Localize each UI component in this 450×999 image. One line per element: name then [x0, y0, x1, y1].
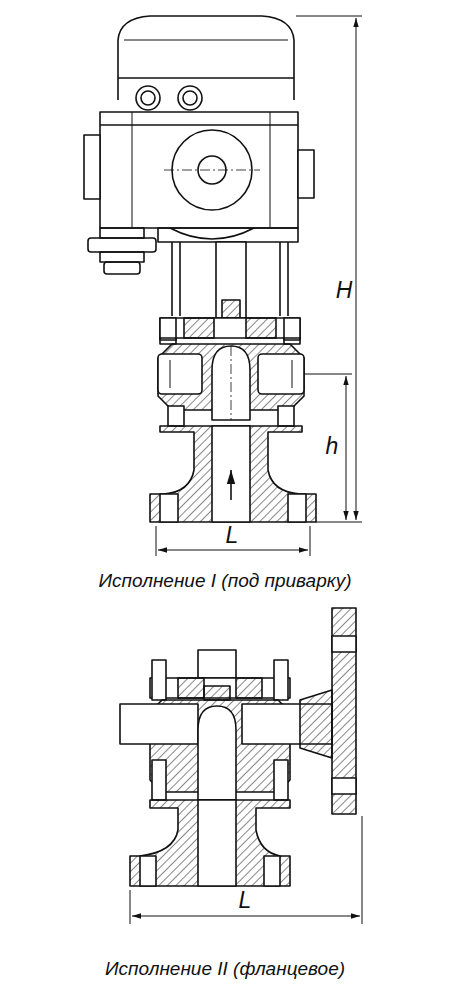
- axis-line: [231, 346, 232, 420]
- gearbox-cover-right: [298, 150, 314, 198]
- gearbox-line: [132, 112, 133, 228]
- lower-body-section: [130, 800, 290, 886]
- lower-body: [150, 426, 316, 522]
- bonnet-section: [246, 318, 276, 338]
- plug: [212, 346, 250, 420]
- gearbox-line: [100, 124, 298, 126]
- gland-inner: [183, 91, 197, 105]
- gland: [136, 86, 160, 110]
- dimension-line-h: [346, 376, 347, 520]
- dimension-line-L: [132, 916, 360, 917]
- gearbox-cover-left: [84, 135, 100, 199]
- flange-hole: [332, 636, 356, 652]
- flow-passage: [198, 800, 236, 886]
- gearbox-bottom: [170, 228, 254, 239]
- override-part: [88, 238, 156, 252]
- extension-line: [156, 526, 157, 556]
- extension-line: [310, 526, 311, 556]
- override-part: [104, 262, 140, 274]
- bonnet: [160, 318, 300, 338]
- dimension-label: L: [237, 889, 254, 912]
- top-nut: [198, 650, 236, 678]
- extension-line: [316, 522, 362, 523]
- gearbox-line: [270, 112, 271, 228]
- yoke: [158, 228, 298, 318]
- stem: [216, 242, 246, 318]
- bonnet-section: [178, 678, 204, 698]
- bolt-nut: [168, 406, 184, 426]
- flange-hole: [160, 494, 178, 522]
- gland-inner: [141, 91, 155, 105]
- yoke-column: [287, 242, 289, 316]
- cable-glands: [136, 86, 202, 110]
- override-part: [100, 228, 144, 238]
- figure-caption: Исполнение I (под приварку): [96, 571, 353, 590]
- gland: [178, 86, 202, 110]
- valve-body: [158, 344, 304, 426]
- bolt-nut: [274, 760, 288, 800]
- manual-override: [88, 228, 156, 274]
- gearbox-body: [100, 112, 298, 228]
- bolt-nut: [152, 760, 166, 800]
- dimensions-I: [156, 16, 362, 556]
- lower-body-II: [130, 800, 290, 886]
- bonnet-flange: [160, 318, 300, 344]
- bolt: [160, 338, 176, 344]
- flange-hole: [288, 494, 306, 522]
- dimensions-II: [130, 816, 362, 924]
- yoke-column: [279, 242, 281, 316]
- side-flange: [332, 608, 356, 814]
- gearbox: [84, 112, 314, 239]
- bonnet-section: [184, 318, 214, 338]
- extension-line: [296, 16, 362, 17]
- bolt-nut: [152, 660, 166, 700]
- flange-neck: [300, 690, 332, 758]
- extension-line: [304, 374, 352, 375]
- side-pipe: [120, 704, 198, 744]
- yoke-plate: [158, 228, 298, 242]
- figure-caption: Исполнение II (фланцевое): [103, 959, 347, 978]
- yoke-column: [179, 242, 181, 316]
- flow-arrow: [230, 470, 232, 500]
- bolt-nut: [160, 318, 176, 340]
- yoke-column: [171, 242, 173, 316]
- nozzle-line: [292, 360, 293, 388]
- bonnet-II: [150, 650, 290, 700]
- lower-body-section: [150, 426, 316, 522]
- stem-coupling: [222, 300, 240, 318]
- axis-line: [164, 170, 260, 171]
- bolt-nut: [278, 406, 294, 426]
- extension-line: [362, 816, 363, 924]
- cover-outline: [118, 16, 294, 100]
- bonnet-section: [236, 678, 262, 698]
- flange-hole: [140, 856, 156, 886]
- bolt: [284, 338, 300, 344]
- dimension-label: H: [334, 279, 355, 302]
- bolt-nut: [284, 318, 300, 340]
- cover-line: [124, 40, 288, 41]
- flange-hole: [264, 856, 280, 886]
- dimension-line-H: [356, 18, 357, 520]
- actuator-cover: [118, 16, 294, 100]
- flange-hole: [332, 778, 356, 794]
- dimension-line-L: [158, 550, 308, 551]
- weld-nozzle: [258, 354, 304, 394]
- dimension-label: L: [224, 524, 241, 547]
- stem-coupling: [204, 686, 230, 700]
- cover-seam: [118, 77, 294, 79]
- flow-passage: [212, 426, 250, 522]
- nozzle-line: [170, 360, 171, 388]
- valve-body-II: [120, 608, 356, 814]
- weld-nozzle: [158, 354, 202, 394]
- plug: [198, 706, 236, 800]
- override-part: [100, 252, 144, 262]
- extension-line: [130, 890, 131, 924]
- bolt-nut: [274, 660, 288, 700]
- dimension-label: h: [324, 435, 341, 458]
